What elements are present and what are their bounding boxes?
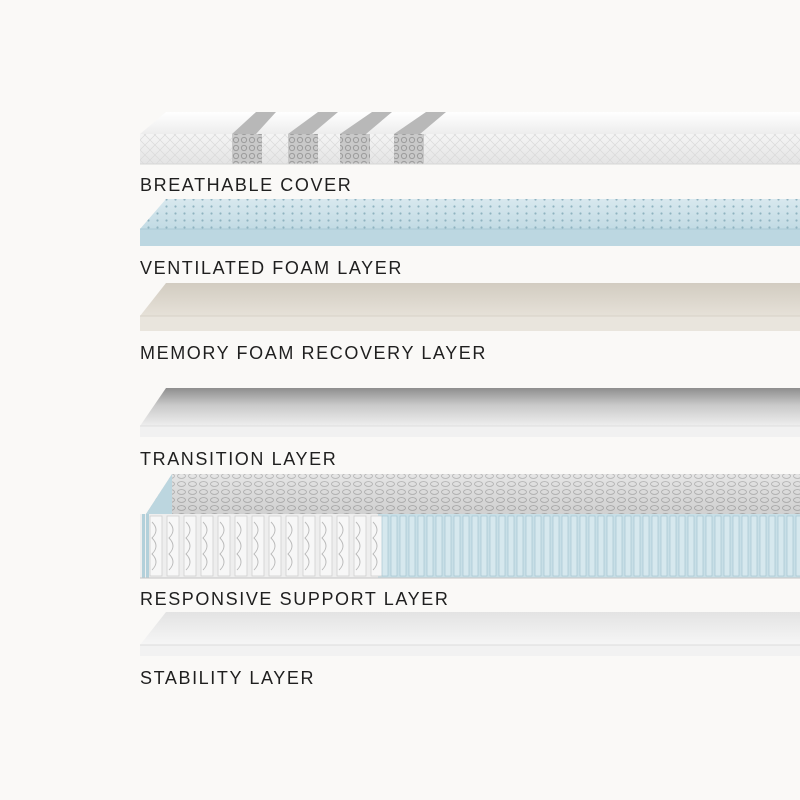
responsive-support-label: RESPONSIVE SUPPORT LAYER [140, 589, 450, 609]
stability-layer-label: STABILITY LAYER [140, 668, 316, 688]
transition-layer-label: TRANSITION LAYER [140, 449, 338, 469]
ventilated-foam-label: VENTILATED FOAM LAYER [140, 258, 403, 278]
memory-foam-label: MEMORY FOAM RECOVERY LAYER [140, 343, 488, 363]
breathable-cover-label: BREATHABLE COVER [140, 175, 353, 195]
